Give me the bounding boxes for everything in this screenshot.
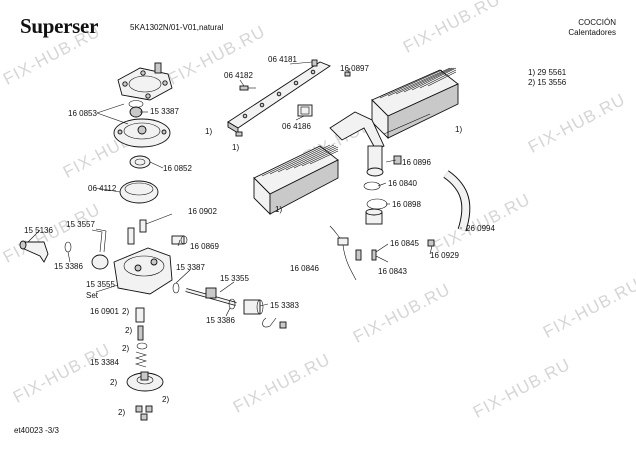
spindle-part[interactable]: [185, 287, 237, 306]
page-reference: et40023 -3/3: [14, 426, 59, 435]
callout-label: 16 0869: [190, 242, 219, 251]
footnote-marker: 1): [455, 125, 462, 134]
callout-label: 15 3387: [150, 107, 179, 116]
note-2: 2) 15 3556: [528, 78, 567, 87]
callout-label: 16 0898: [392, 200, 421, 209]
screw-set-part[interactable]: [135, 405, 153, 421]
category-subtitle: Calentadores: [568, 28, 616, 37]
pin-part[interactable]: [139, 219, 147, 233]
footnote-marker: 2): [110, 378, 117, 387]
connector-part[interactable]: [427, 239, 435, 247]
footnote-marker: 2): [118, 408, 125, 417]
leader-lines: [27, 61, 462, 317]
washer-part[interactable]: [366, 198, 388, 210]
bracket-clip-part[interactable]: [91, 228, 107, 253]
pin-part[interactable]: [371, 249, 377, 261]
electrode-part[interactable]: [355, 249, 362, 261]
o-ring-part[interactable]: [172, 282, 180, 294]
gas-connector-part[interactable]: [243, 299, 264, 315]
callout-label: 16 0852: [163, 164, 192, 173]
valve-body-part[interactable]: [113, 227, 173, 295]
screw-part[interactable]: [235, 131, 243, 137]
hook-part[interactable]: [262, 317, 277, 328]
o-ring-part[interactable]: [228, 298, 236, 310]
small-screw-part[interactable]: [344, 71, 351, 77]
callout-label: 16 0896: [402, 158, 431, 167]
water-hose-part[interactable]: [443, 170, 471, 232]
callout-label: 15 3384: [90, 358, 119, 367]
small-screw-part[interactable]: [279, 321, 287, 329]
filter-part[interactable]: [91, 254, 109, 270]
callout-label: 16 0929: [430, 251, 459, 260]
flange-part[interactable]: [126, 371, 164, 392]
spring-part[interactable]: [134, 351, 148, 368]
pilot-burner-part[interactable]: [329, 111, 431, 177]
footnote-marker: 1): [232, 143, 239, 152]
seal-plate-part[interactable]: [297, 104, 313, 117]
callout-label: 16 0897: [340, 64, 369, 73]
screw-part[interactable]: [135, 307, 145, 323]
callout-label: 16 0840: [388, 179, 417, 188]
gasket-cylinder-part[interactable]: [365, 208, 383, 225]
burner-rail-part[interactable]: [227, 61, 331, 134]
footnote-marker: 2): [125, 326, 132, 335]
callout-label: 15 3557: [66, 220, 95, 229]
o-ring-part[interactable]: [136, 342, 148, 350]
fitting-part[interactable]: [171, 235, 188, 245]
protective-cap-part[interactable]: [119, 180, 159, 204]
nozzle-part[interactable]: [311, 59, 318, 67]
category-title: COCCIÓN: [578, 18, 616, 27]
callout-label: 16 0901: [90, 307, 119, 316]
callout-label: 15 3383: [270, 301, 299, 310]
valve-housing-part[interactable]: [113, 118, 171, 148]
nut-part[interactable]: [393, 155, 402, 165]
callout-label: 16 0845: [390, 239, 419, 248]
callout-label: 15 3555: [86, 280, 115, 289]
diaphragm-cover-part[interactable]: [117, 62, 173, 101]
thermocouple-part[interactable]: [329, 225, 357, 281]
callout-label: 06 4181: [268, 55, 297, 64]
brand-logo: Superser: [20, 14, 99, 38]
o-ring-part[interactable]: [363, 181, 381, 191]
callout-label: 26 0994: [466, 224, 495, 233]
callout-label: 15 3387: [176, 263, 205, 272]
callout-labels: 06 4181 16 0897 06 4182 16 0853 15 3387 …: [24, 55, 495, 417]
note-1: 1) 29 5561: [528, 68, 567, 77]
model-number: 5KA1302N/01-V01,natural: [130, 23, 224, 32]
spring-part[interactable]: [129, 155, 151, 169]
callout-label: Set: [86, 291, 99, 300]
screw-part[interactable]: [239, 85, 256, 91]
callout-label: 15 3386: [206, 316, 235, 325]
heat-exchanger-right-part[interactable]: [371, 67, 459, 140]
callout-label: 06 4186: [282, 122, 311, 131]
callout-label: 16 0846: [290, 264, 319, 273]
o-ring-part[interactable]: [128, 100, 144, 118]
callout-label: 16 0853: [68, 109, 97, 118]
footnote-marker: 2): [162, 395, 169, 404]
footnote-marker: 2): [122, 344, 129, 353]
footnote-marker: 1): [205, 127, 212, 136]
heat-exchanger-left-part[interactable]: [253, 144, 339, 216]
inlet-pipe-part[interactable]: [19, 240, 49, 263]
notes-legend: 1) 29 5561 2) 15 3556: [528, 68, 566, 88]
callout-label: 06 4112: [88, 184, 117, 193]
footnote-marker: 1): [275, 205, 282, 214]
callout-label: 16 0902: [188, 207, 217, 216]
callout-label: 15 3355: [220, 274, 249, 283]
callout-label: 15 5136: [24, 226, 53, 235]
callout-label: 16 0843: [378, 267, 407, 276]
callout-label: 06 4182: [224, 71, 253, 80]
footnote-marker: 2): [122, 307, 129, 316]
callout-label: 15 3386: [54, 262, 83, 271]
pin-part[interactable]: [137, 325, 144, 341]
o-ring-part[interactable]: [64, 241, 72, 253]
